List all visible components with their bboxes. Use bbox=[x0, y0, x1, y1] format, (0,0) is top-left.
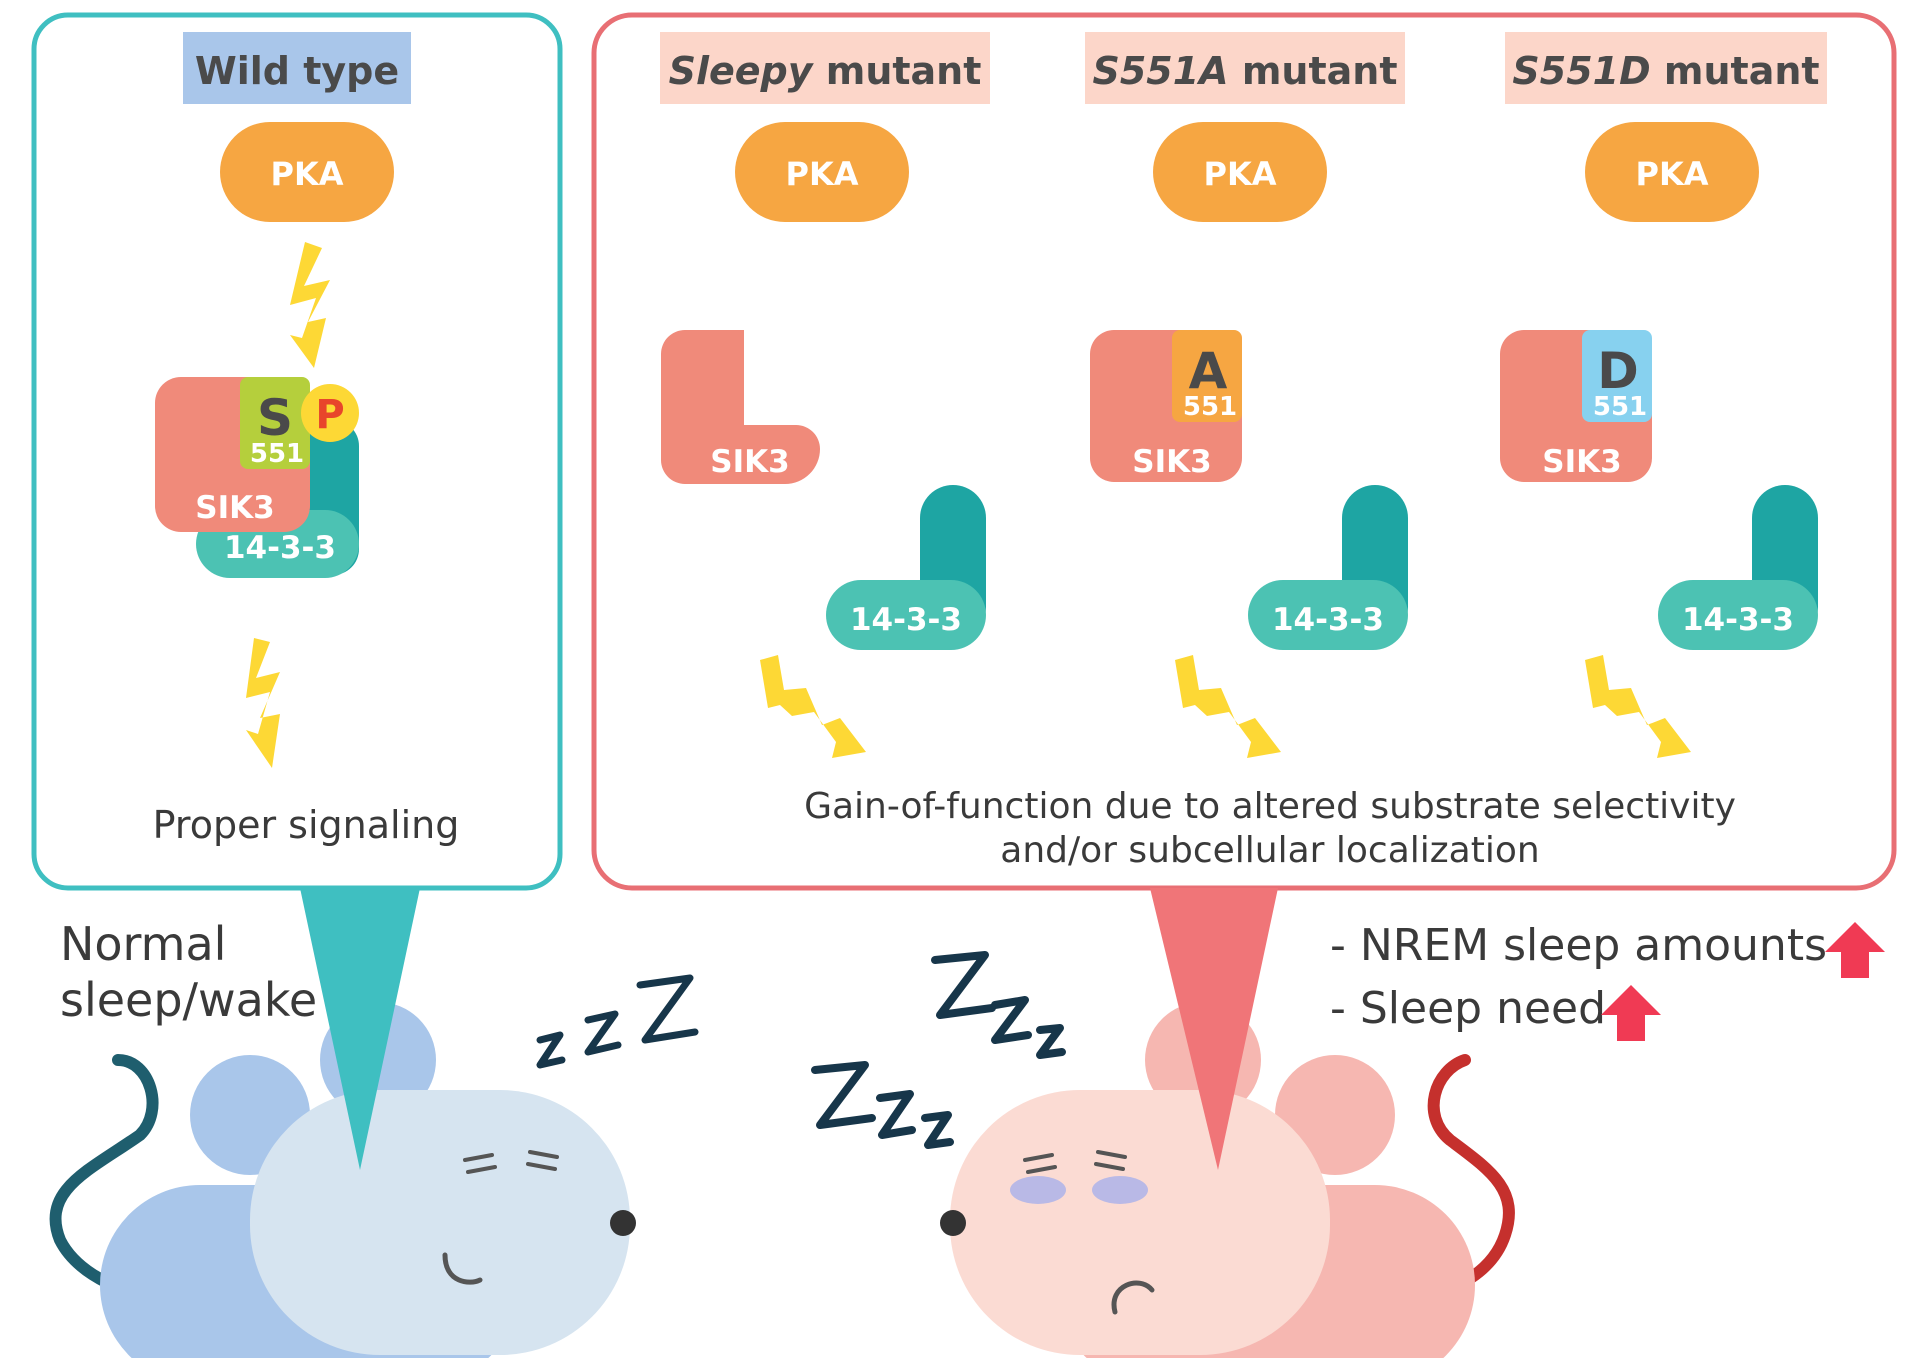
residue-letter: S bbox=[257, 389, 293, 447]
aspartate-residue bbox=[1582, 330, 1652, 422]
lightning-bolt-icon bbox=[760, 655, 866, 758]
sik3-block bbox=[661, 330, 820, 484]
mutant-title-bg bbox=[660, 32, 990, 104]
partner-14-3-3-label: 14-3-3 bbox=[224, 530, 336, 566]
effect-nrem: - NREM sleep amounts bbox=[1330, 920, 1827, 971]
phospho-badge bbox=[301, 384, 359, 442]
lightning-bolt-icon bbox=[290, 242, 330, 368]
wild-type-panel: Wild type PKA 14-3-3 S 551 SIK3 P Proper… bbox=[31, 12, 563, 891]
callout-pointer bbox=[1150, 888, 1278, 1170]
mouse-frown bbox=[1111, 1280, 1155, 1315]
residue-number: 551 bbox=[1593, 392, 1647, 422]
s551a-mutant: S551A mutant PKA A 551 SIK3 14-3-3 bbox=[1085, 32, 1408, 758]
mouse-head bbox=[250, 1090, 630, 1355]
closed-eye bbox=[528, 1150, 559, 1159]
mutant-mouse bbox=[811, 888, 1515, 1358]
pka-pill: PKA bbox=[220, 122, 394, 222]
partner-14-3-3-label: 14-3-3 bbox=[1272, 602, 1384, 638]
s551d-mutant: S551D mutant PKA D 551 SIK3 14-3-3 bbox=[1500, 32, 1827, 758]
zzz-icon bbox=[811, 951, 1066, 1149]
wild-type-title: Wild type bbox=[195, 49, 399, 93]
mutant-title: Sleepy mutant bbox=[669, 49, 982, 93]
pka-pill bbox=[735, 122, 909, 222]
mouse-nose bbox=[610, 1210, 636, 1236]
mouse-head bbox=[950, 1090, 1330, 1355]
partner-14-3-3-base bbox=[1248, 580, 1408, 650]
lightning-bolt-icon bbox=[1585, 655, 1691, 758]
partner-14-3-3-base bbox=[1658, 580, 1818, 650]
pka-pill bbox=[1585, 122, 1759, 222]
mouse-tail bbox=[1427, 1054, 1515, 1294]
pka-label: PKA bbox=[785, 155, 858, 193]
sik3-label: SIK3 bbox=[710, 444, 789, 480]
callout-pointer bbox=[300, 888, 420, 1170]
pka-label: PKA bbox=[1635, 155, 1708, 193]
closed-eye bbox=[526, 1162, 557, 1171]
up-arrow-icon bbox=[1825, 922, 1885, 978]
wild-type-mouse bbox=[49, 888, 699, 1358]
mutant-panel: Sleepy mutant PKA SIK3 14-3-3 S551A muta… bbox=[591, 12, 1897, 891]
normal-phenotype-line2: sleep/wake bbox=[60, 973, 317, 1027]
mouse-tail bbox=[49, 1054, 159, 1296]
sik3-label: SIK3 bbox=[195, 490, 274, 526]
partner-14-3-3-base bbox=[826, 580, 986, 650]
pka-label: PKA bbox=[270, 155, 343, 193]
wild-type-title-bg bbox=[183, 32, 411, 104]
mouse-nose bbox=[940, 1210, 966, 1236]
mutant-title: S551A mutant bbox=[1092, 49, 1397, 93]
mutant-title-bg bbox=[1085, 32, 1405, 104]
closed-eye bbox=[1094, 1162, 1125, 1171]
mutant-title-bg bbox=[1505, 32, 1827, 104]
mutant-title: S551D mutant bbox=[1512, 49, 1819, 93]
closed-eye bbox=[1023, 1153, 1054, 1162]
serine-residue bbox=[240, 377, 310, 469]
partner-14-3-3-label: 14-3-3 bbox=[850, 602, 962, 638]
closed-eye bbox=[466, 1165, 497, 1174]
pka-label: PKA bbox=[1203, 155, 1276, 193]
mutant-result-line1: Gain-of-function due to altered substrat… bbox=[804, 786, 1736, 827]
phospho-label: P bbox=[315, 392, 344, 438]
mutant-result-line2: and/or subcellular localization bbox=[1000, 830, 1539, 871]
effect-sleep-need: - Sleep need bbox=[1330, 983, 1606, 1034]
lightning-bolt-icon bbox=[1175, 655, 1281, 758]
residue-letter: D bbox=[1597, 342, 1639, 400]
residue-number: 551 bbox=[250, 439, 304, 469]
residue-number: 551 bbox=[1183, 392, 1237, 422]
closed-eye bbox=[463, 1153, 494, 1162]
alanine-residue bbox=[1172, 330, 1242, 422]
sik3-label: SIK3 bbox=[1132, 444, 1211, 480]
closed-eye bbox=[1026, 1165, 1057, 1174]
lightning-bolt-icon bbox=[246, 638, 280, 768]
eye-bag bbox=[1010, 1176, 1066, 1204]
up-arrow-icon bbox=[1601, 985, 1661, 1041]
closed-eye bbox=[1096, 1150, 1127, 1159]
pka-pill bbox=[1153, 122, 1327, 222]
residue-letter: A bbox=[1189, 342, 1228, 400]
mouse-smile bbox=[442, 1252, 483, 1285]
normal-phenotype-line1: Normal bbox=[60, 917, 226, 971]
zzz-icon bbox=[536, 974, 699, 1069]
wild-type-result: Proper signaling bbox=[153, 803, 460, 847]
sik3-label: SIK3 bbox=[1542, 444, 1621, 480]
partner-14-3-3-label: 14-3-3 bbox=[1682, 602, 1794, 638]
eye-bag bbox=[1092, 1176, 1148, 1204]
sleepy-mutant: Sleepy mutant PKA SIK3 14-3-3 bbox=[660, 32, 990, 758]
